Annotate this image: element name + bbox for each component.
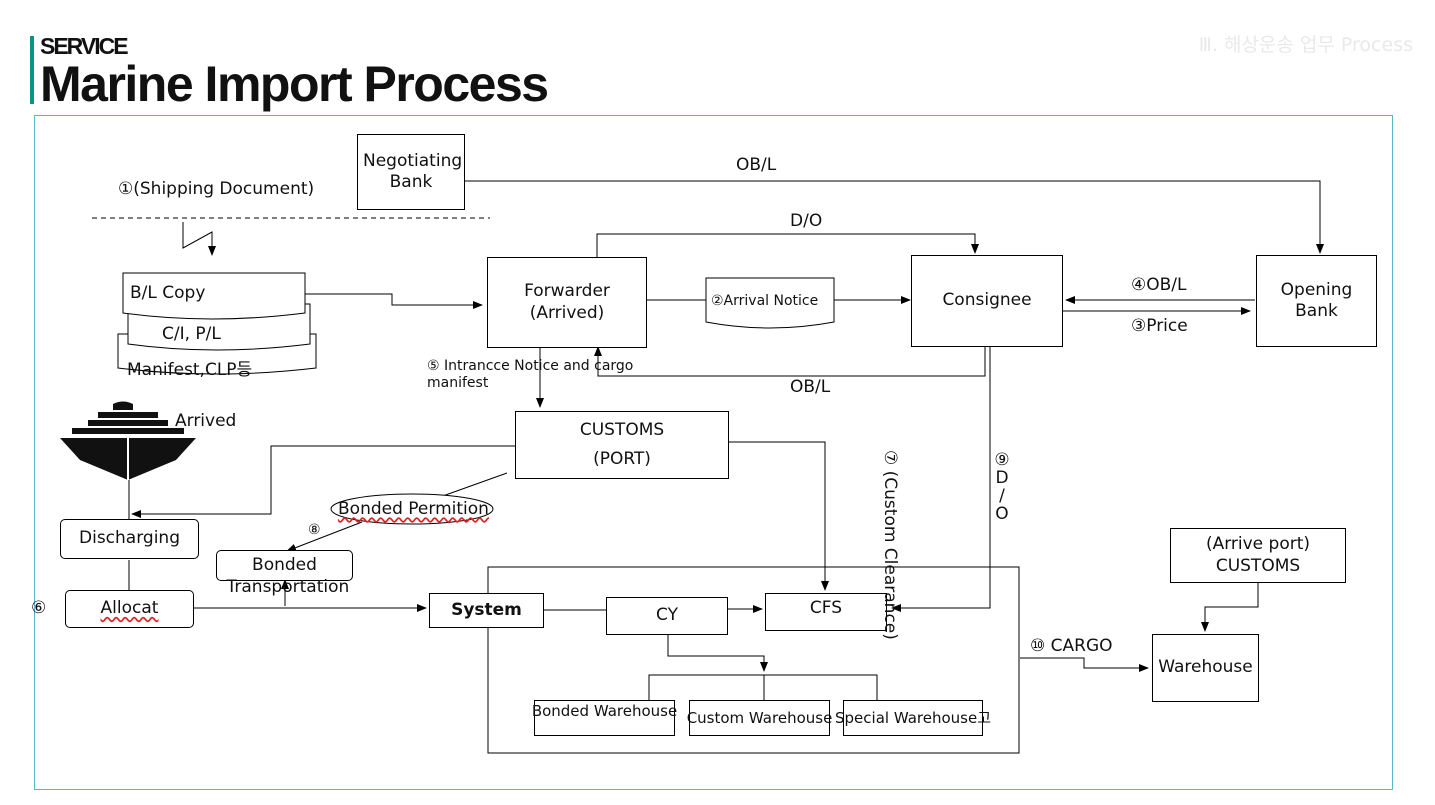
customs-port-label-line1: CUSTOMS [579, 419, 665, 440]
intrance-notice-label: ⑤ Intrancce Notice and cargo manifest [427, 358, 634, 391]
do-top-label: D/O [790, 211, 823, 231]
bonded-transportation-label: Bonded Transportation [226, 555, 350, 597]
allocat-box: Allocat [65, 590, 194, 628]
negotiating-bank-label: Negotiating Bank [363, 150, 463, 192]
shipping-document-label: ①(Shipping Document) [118, 179, 315, 199]
consignee-label: Consignee [942, 290, 1032, 311]
step-6-label: ⑥ [31, 598, 47, 618]
cy-label: CY [656, 605, 678, 626]
do-9-label: ⑨ D / O [994, 450, 1010, 524]
page-supertitle: SERVICE [40, 33, 129, 59]
obl-top-label: OB/L [736, 155, 777, 175]
consignee-box: Consignee [911, 255, 1063, 347]
custom-warehouse-label: Custom Warehouse [686, 708, 833, 727]
special-warehouse-label: Special Warehouse고 [835, 708, 991, 727]
arrive-port-customs-box: (Arrive port) CUSTOMS [1170, 528, 1346, 583]
customs-port-label-line2: (PORT) [593, 449, 651, 469]
discharging-label: Discharging [79, 528, 180, 549]
allocat-label: Allocat [100, 598, 159, 619]
step-8-label: ⑧ [308, 522, 321, 538]
custom-clearance-label: ⑦ (Custom Clearance) [880, 450, 900, 640]
manifest-label: Manifest,CLP등 [127, 360, 253, 380]
discharging-box: Discharging [60, 519, 199, 559]
cfs-label: CFS [809, 598, 843, 618]
forwarder-label: Forwarder (Arrived) [524, 281, 610, 323]
warehouse-label: Warehouse [1158, 657, 1253, 678]
arrive-port-customs-label: (Arrive port) CUSTOMS [1205, 534, 1311, 576]
cfs-box: CFS [765, 593, 887, 631]
title-accent-bar [30, 36, 34, 104]
bl-copy-label: B/L Copy [130, 283, 206, 303]
system-label: System [451, 599, 522, 620]
bonded-warehouse-box: Bonded Warehouse [531, 700, 678, 736]
system-box: System [429, 593, 544, 628]
obl-4-label: ④OB/L [1131, 275, 1187, 295]
diagram-frame [34, 115, 1393, 790]
obl-mid-label: OB/L [790, 377, 831, 397]
cargo-10-label: ⑩ CARGO [1030, 636, 1113, 656]
warehouse-box: Warehouse [1152, 634, 1259, 702]
negotiating-bank-box: Negotiating Bank [357, 134, 465, 210]
custom-warehouse-box: Custom Warehouse [686, 700, 833, 736]
bonded-permition-text: Bonded Permition [338, 499, 489, 519]
opening-bank-box: Opening Bank [1256, 255, 1377, 347]
section-label: Ⅲ. 해상운송 업무 Process [1198, 34, 1413, 56]
special-warehouse-box: Special Warehouse고 [835, 700, 991, 736]
bonded-warehouse-label: Bonded Warehouse [531, 702, 678, 720]
opening-bank-label: Opening Bank [1280, 279, 1353, 321]
arrived-label: Arrived [175, 411, 237, 431]
ship-icon [60, 401, 196, 480]
ci-pl-label: C/I, P/L [162, 324, 221, 344]
cy-box: CY [606, 597, 728, 635]
page-title: Marine Import Process [40, 56, 549, 112]
customs-port-box: CUSTOMS (PORT) [515, 411, 729, 479]
forwarder-box: Forwarder (Arrived) [487, 257, 647, 348]
bonded-permition-label: Bonded Permition [338, 499, 489, 519]
arrival-notice-label: ②Arrival Notice [711, 293, 819, 309]
bonded-transportation-box: Bonded Transportation [216, 550, 353, 597]
price-3-label: ③Price [1131, 316, 1188, 336]
